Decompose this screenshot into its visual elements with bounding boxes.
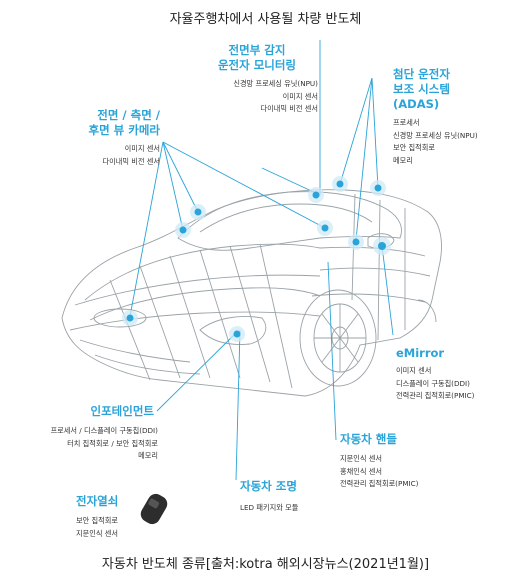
group-driver-monitoring: 전면부 감지 운전자 모니터링 신경망 프로세싱 유닛(NPU) 이미지 센서 … [196, 43, 318, 116]
figure-caption: 자동차 반도체 종류[출처:kotra 해외시장뉴스(2021년1월)] [101, 557, 430, 572]
item: 홍채인식 센서 [340, 466, 382, 476]
heading-line: 후면 뷰 카메라 [88, 123, 161, 137]
heading-line: 운전자 모니터링 [217, 58, 297, 72]
item: 이미지 센서 [282, 91, 318, 101]
group-infotainment: 인포테인먼트 프로세서 / 디스플레이 구동칩(DDI) 터치 집적회로 / 보… [8, 404, 158, 463]
item: 프로세서 [393, 118, 420, 127]
group-lighting: 자동차 조명 LED 패키지와 모듈 [240, 479, 350, 515]
item: 신경망 프로세싱 유닛(NPU) [393, 130, 478, 140]
heading-line: 전자열쇠 [76, 494, 119, 508]
sensor-dots [122, 176, 391, 342]
group-emirror: eMirror 이미지 센서 디스플레이 구동칩(DDI) 전력관리 집적회로(… [396, 346, 516, 403]
heading-line: 자동차 조명 [240, 479, 297, 493]
item: 메모리 [393, 155, 413, 165]
item: 지문인식 센서 [76, 528, 118, 538]
heading-line: 전면 / 측면 / [97, 108, 160, 122]
item: 전력관리 집적회로(PMIC) [396, 391, 475, 400]
heading-line: eMirror [396, 346, 445, 360]
item: 보안 집적회로 [393, 143, 435, 152]
heading-line: (ADAS) [393, 97, 440, 111]
group-smart-key: 전자열쇠 보안 집적회로 지문인식 센서 [76, 494, 156, 540]
group-steering-wheel: 자동차 핸들 지문인식 센서 홍채인식 센서 전력관리 집적회로(PMIC) [340, 432, 460, 491]
heading-line: 인포테인먼트 [90, 404, 154, 418]
diagram-title: 자율주행차에서 사용될 차량 반도체 [169, 12, 362, 27]
item: 신경망 프로세싱 유닛(NPU) [233, 79, 318, 88]
item: 다이내믹 비전 센서 [260, 104, 318, 113]
item: 메모리 [138, 451, 158, 460]
item: 디스플레이 구동칩(DDI) [396, 378, 470, 388]
item: 지문인식 센서 [340, 454, 382, 463]
heading-line: 자동차 핸들 [340, 432, 397, 446]
smart-key-icon [140, 493, 168, 525]
heading-line: 첨단 운전자 [393, 67, 450, 81]
heading-line: 전면부 감지 [228, 43, 286, 57]
item: 이미지 센서 [124, 144, 160, 153]
heading-line: 보조 시스템 [393, 82, 450, 96]
callout-lines [129, 40, 394, 481]
item: 전력관리 집적회로(PMIC) [340, 479, 419, 488]
item: 보안 집적회로 [76, 516, 118, 525]
item: 이미지 센서 [396, 366, 432, 375]
group-adas: 첨단 운전자 보조 시스템 (ADAS) 프로세서 신경망 프로세싱 유닛(NP… [393, 67, 513, 167]
group-view-camera: 전면 / 측면 / 후면 뷰 카메라 이미지 센서 다이내믹 비전 센서 [58, 108, 161, 168]
item: 터치 집적회로 / 보안 집적회로 [67, 438, 158, 448]
item: 다이내믹 비전 센서 [102, 156, 160, 166]
car-wireframe [61, 189, 442, 397]
item: 프로세서 / 디스플레이 구동칩(DDI) [50, 426, 158, 435]
item: LED 패키지와 모듈 [240, 503, 299, 512]
